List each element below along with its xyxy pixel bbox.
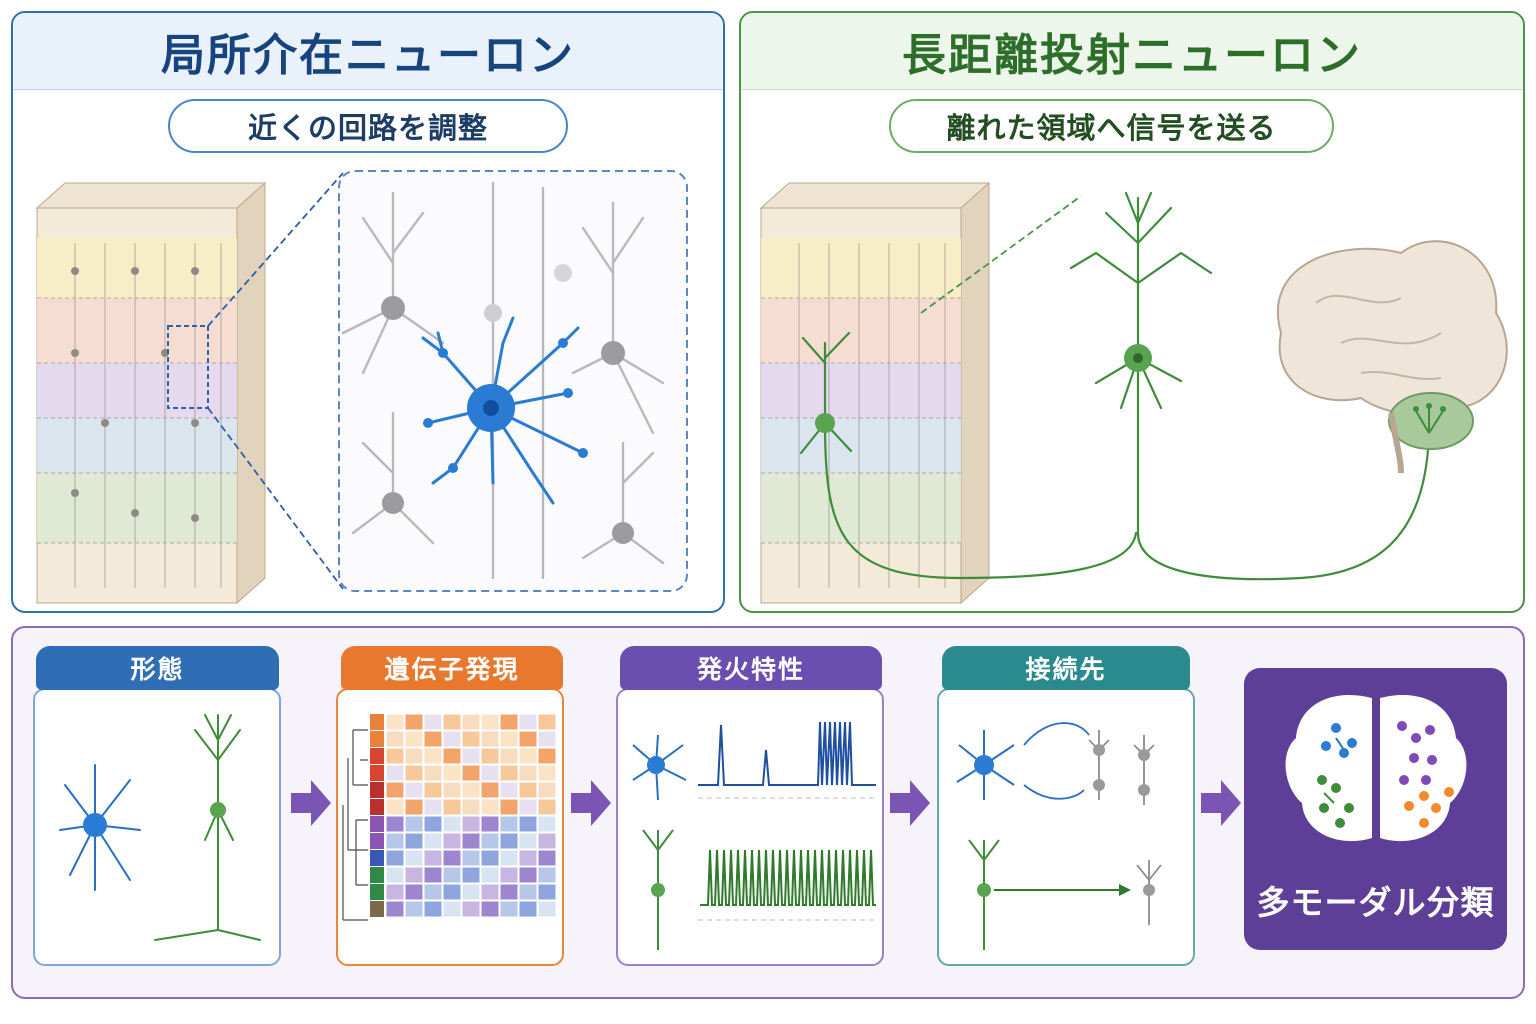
brain-icon xyxy=(1277,240,1508,474)
brain-cluster-icon xyxy=(1285,694,1467,842)
connectivity-illustration xyxy=(956,722,1162,950)
cortex-block-icon xyxy=(759,181,991,605)
multimodal-classification-label: 多モーダル分類 xyxy=(1256,883,1495,922)
local-panel-illustration xyxy=(35,170,688,605)
morphology-tab: 形態 xyxy=(36,646,279,690)
firing-properties-card xyxy=(616,688,884,966)
long-panel-illustration xyxy=(759,181,1508,605)
long-panel-title: 長距離投射ニューロン xyxy=(741,13,1523,90)
morphology-card xyxy=(33,688,281,966)
gene-expression-card xyxy=(336,688,564,966)
connectivity-tab: 接続先 xyxy=(942,646,1190,690)
firing-properties-tab: 発火特性 xyxy=(620,646,882,690)
connectivity-card xyxy=(937,688,1195,966)
spike-train-icon xyxy=(632,721,876,950)
local-interneuron-panel: 局所介在ニューロン 近くの回路を調整 xyxy=(11,11,725,613)
local-panel-title: 局所介在ニューロン xyxy=(13,13,723,90)
arrow-right-icon xyxy=(291,780,331,826)
arrow-right-icon xyxy=(890,780,930,826)
morphology-illustration xyxy=(59,714,261,941)
classification-pipeline-panel: 形態 遺伝子発現 発火特性 xyxy=(11,626,1525,999)
heatmap-icon xyxy=(342,713,557,921)
pyramidal-neuron-icon xyxy=(1069,191,1431,581)
arrow-right-icon xyxy=(1201,780,1241,826)
gene-expression-tab: 遺伝子発現 xyxy=(341,646,563,690)
interneuron-icon xyxy=(421,316,585,505)
cortex-block-icon xyxy=(35,181,267,605)
multimodal-classification-box: 多モーダル分類 xyxy=(1244,668,1507,950)
long-panel-subtitle: 離れた領域へ信号を送る xyxy=(889,99,1334,153)
long-range-projection-panel: 長距離投射ニューロン 離れた領域へ信号を送る xyxy=(739,11,1525,613)
local-panel-subtitle: 近くの回路を調整 xyxy=(168,99,568,153)
arrow-right-icon xyxy=(571,780,611,826)
